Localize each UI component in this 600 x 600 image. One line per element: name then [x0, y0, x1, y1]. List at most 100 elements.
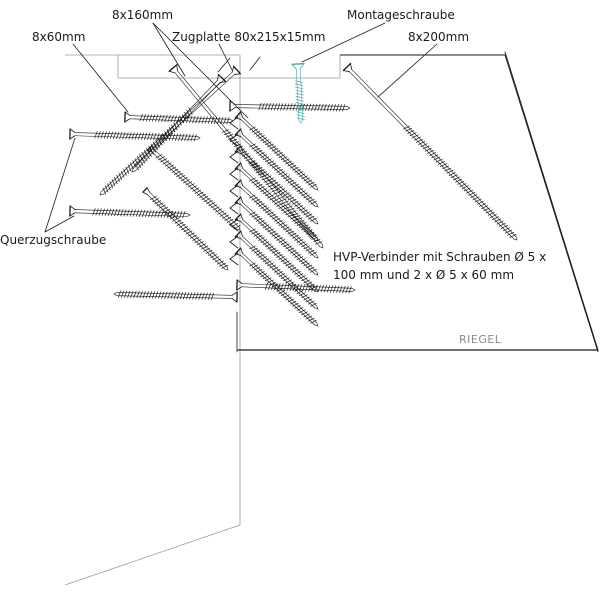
screw-thread	[481, 205, 489, 210]
screw-thread	[287, 230, 295, 235]
screw-thread	[100, 131, 104, 139]
screw-thread	[224, 216, 232, 221]
screw-thread	[107, 208, 112, 216]
screw-thread	[203, 197, 211, 203]
screw-thread	[253, 249, 261, 254]
screw-tip	[316, 254, 319, 259]
screw-thread	[448, 172, 456, 176]
screw-thread	[311, 236, 319, 240]
screw-thread	[299, 222, 307, 226]
screw-thread	[283, 209, 290, 214]
screw-shank	[242, 202, 318, 273]
screw-thread	[176, 115, 180, 123]
screw-thread	[124, 290, 128, 298]
screw-head-side	[240, 162, 244, 169]
screw-thread	[296, 188, 304, 192]
screw-thread	[335, 104, 339, 112]
screw-thread	[167, 291, 171, 299]
screw-head-side	[236, 279, 243, 285]
screw-thread	[298, 275, 306, 280]
screw-thread	[307, 198, 315, 203]
screw-thread	[274, 285, 281, 290]
screw-thread	[104, 185, 109, 193]
screw-thread	[308, 103, 312, 111]
screw-thread	[269, 213, 277, 218]
screw-head-side	[343, 70, 350, 73]
screw-thread	[204, 292, 208, 300]
screw-thread	[183, 179, 190, 184]
screw-thread	[165, 211, 173, 216]
screw-thread	[276, 220, 283, 224]
screw-thread	[301, 192, 308, 197]
screw-thread	[258, 203, 265, 207]
screw-thread	[264, 282, 269, 290]
screw-thread	[483, 207, 491, 212]
screw-tip	[196, 137, 201, 140]
screw-thread	[303, 313, 310, 318]
screw-thread	[267, 160, 274, 165]
screw-head	[234, 111, 242, 119]
screw-thread	[289, 198, 297, 203]
screw-thread	[199, 193, 206, 198]
screw-thread	[310, 234, 317, 239]
screw-thread	[92, 208, 96, 216]
label-riegel: RIEGEL	[459, 333, 502, 346]
screw-thread	[292, 103, 296, 111]
screw-thread	[225, 134, 234, 138]
screw-tip	[314, 188, 319, 191]
screw-thread	[114, 177, 118, 185]
screw-shank	[242, 117, 318, 188]
screw-thread	[152, 141, 157, 149]
screw-thread	[207, 251, 215, 256]
screw-steep-cross-2	[147, 145, 241, 231]
screw-thread	[97, 131, 101, 139]
screw-thread	[247, 160, 255, 164]
hvp-screw	[234, 111, 319, 191]
screw-thread	[233, 225, 241, 230]
screw-thread	[301, 294, 308, 299]
screw-thread	[500, 225, 508, 229]
screw-thread	[278, 273, 286, 277]
screw-thread	[303, 262, 310, 267]
screw-thread	[505, 229, 513, 234]
screw-thread	[289, 283, 297, 288]
screw-head-side	[299, 63, 305, 70]
screw-thread	[298, 309, 306, 314]
screw-thread	[301, 224, 309, 228]
screw-thread	[292, 183, 299, 188]
screw-thread	[285, 279, 292, 284]
screw-head-side	[240, 128, 244, 135]
screw-thread	[251, 213, 258, 218]
screw-thread	[120, 290, 125, 298]
screw-thread	[255, 235, 263, 239]
screw-thread	[210, 116, 215, 124]
screw-thread	[289, 232, 297, 237]
screw-head	[168, 64, 178, 72]
screw-tip	[300, 119, 304, 124]
screw-thread	[287, 213, 295, 218]
screw-thread	[176, 291, 180, 300]
screw-head	[232, 65, 242, 75]
screw-thread	[134, 132, 138, 140]
screw-thread	[283, 243, 290, 248]
screw-head	[234, 162, 242, 170]
screw-thread	[180, 177, 188, 182]
screw-thread	[173, 170, 181, 175]
screw-tip	[314, 273, 319, 276]
screw-thread	[171, 125, 176, 133]
screw-top-horizontal	[229, 100, 351, 112]
screw-thread	[192, 115, 196, 124]
screw-thread	[320, 285, 324, 293]
screw-thread	[189, 292, 193, 300]
screw-thread	[264, 158, 272, 163]
screw-thread	[155, 139, 159, 147]
screw-thread	[287, 298, 295, 303]
screw-thread	[113, 131, 117, 139]
label-hvp-line1: HVP-Verbinder mit Schrauben Ø 5 x	[333, 250, 547, 264]
screw-shank	[240, 204, 316, 275]
screw-thread	[255, 167, 263, 171]
screw-thread	[271, 181, 279, 186]
label-querzugschraube: Querzugschraube	[0, 233, 107, 247]
screw-thread	[303, 296, 310, 301]
